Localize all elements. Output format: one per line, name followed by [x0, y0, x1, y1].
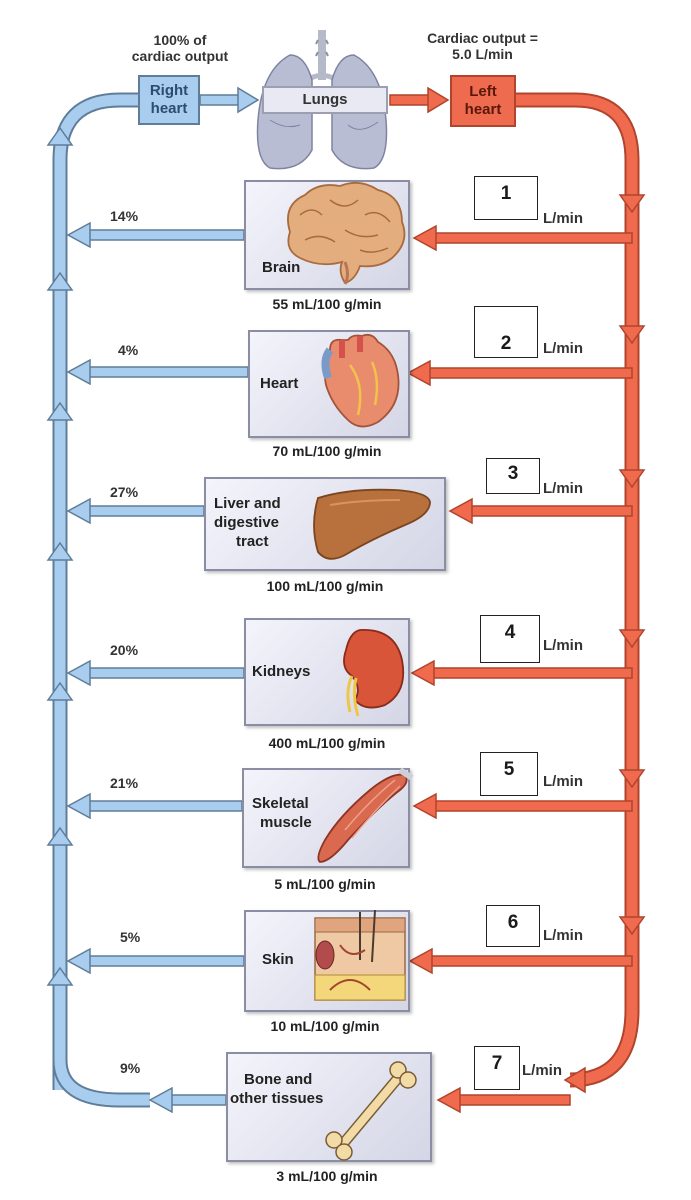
- percent-label-heart: 4%: [118, 342, 139, 358]
- percent-label-muscle: 21%: [110, 775, 139, 791]
- organ-name-line: digestive: [214, 514, 280, 531]
- percent-label-brain: 14%: [110, 208, 139, 224]
- organ-name-line: Liver and: [214, 495, 281, 512]
- organ-name-line: Skeletal: [252, 795, 309, 812]
- organ-name-line: other tissues: [230, 1090, 324, 1107]
- right-heart-to-lungs-arrow: [199, 86, 260, 114]
- right-pct-line1: 100% of: [153, 32, 207, 48]
- flow-label-bone: 3 mL/100 g/min: [276, 1168, 378, 1184]
- unit-label-6: L/min: [543, 927, 583, 944]
- percent-label-kidneys: 20%: [110, 642, 139, 658]
- organ-name-line: Skin: [262, 951, 294, 968]
- answer-box-1[interactable]: 1: [474, 176, 538, 220]
- flow-label-muscle: 5 mL/100 g/min: [274, 876, 376, 892]
- arterial-final-arrowhead: [563, 1066, 586, 1094]
- flow-label-heart: 70 mL/100 g/min: [272, 443, 382, 459]
- percent-label-bone: 9%: [120, 1060, 141, 1076]
- venous-up-arrows: [46, 126, 74, 986]
- co-line1: Cardiac output =: [427, 30, 538, 46]
- organ-name-kidneys: Kidneys: [252, 662, 310, 681]
- answer-box-7[interactable]: 7: [474, 1046, 520, 1090]
- percent-label-skin: 5%: [120, 929, 141, 945]
- right-heart-percent-label: 100% of cardiac output: [105, 32, 255, 64]
- left-heart-line2: heart: [464, 101, 502, 118]
- organ-name-line: Bone and: [244, 1071, 313, 1088]
- unit-label-2: L/min: [543, 340, 583, 357]
- answer-box-2[interactable]: 2: [474, 306, 538, 358]
- organ-name-line: muscle: [260, 814, 312, 831]
- organ-name-brain: Brain: [262, 258, 300, 277]
- unit-label-5: L/min: [543, 773, 583, 790]
- lungs-to-left-heart-arrow: [389, 86, 450, 114]
- unit-label-7: L/min: [522, 1062, 562, 1079]
- lungs-icon: [256, 30, 388, 170]
- right-heart-box: Right heart: [138, 75, 200, 125]
- branch-arrows: [66, 221, 633, 1114]
- organ-name-skin: Skin: [262, 950, 294, 969]
- arterial-down-arrows: [618, 194, 646, 936]
- organ-name-bone: Bone and other tissues: [230, 1070, 323, 1108]
- lungs-label: Lungs: [302, 91, 348, 108]
- organ-name-line: tract: [236, 533, 269, 550]
- right-pct-line2: cardiac output: [131, 48, 229, 64]
- flow-label-kidneys: 400 mL/100 g/min: [268, 735, 386, 751]
- flow-label-skin: 10 mL/100 g/min: [270, 1018, 380, 1034]
- flow-label-liver: 100 mL/100 g/min: [266, 578, 384, 594]
- answer-box-6[interactable]: 6: [486, 905, 540, 947]
- unit-label-3: L/min: [543, 480, 583, 497]
- cardiac-output-label: Cardiac output = 5.0 L/min: [395, 30, 570, 62]
- co-line2: 5.0 L/min: [452, 46, 513, 62]
- organ-name-heart: Heart: [260, 374, 298, 393]
- answer-box-5[interactable]: 5: [480, 752, 538, 796]
- left-heart-box: Left heart: [450, 75, 516, 127]
- percent-label-liver: 27%: [110, 484, 139, 500]
- right-heart-line1: Right: [149, 82, 189, 99]
- organ-name-line: Kidneys: [252, 663, 311, 680]
- organ-name-line: Heart: [260, 375, 299, 392]
- organ-name-liver: Liver and digestive tract: [214, 494, 281, 551]
- right-heart-line2: heart: [150, 100, 188, 117]
- answer-box-3[interactable]: 3: [486, 458, 540, 494]
- organ-name-muscle: Skeletal muscle: [252, 794, 312, 832]
- unit-label-4: L/min: [543, 637, 583, 654]
- lungs-box: Lungs: [262, 86, 388, 114]
- unit-label-1: L/min: [543, 210, 583, 227]
- answer-box-4[interactable]: 4: [480, 615, 540, 663]
- left-heart-line1: Left: [469, 83, 497, 100]
- organ-name-line: Brain: [262, 259, 301, 276]
- flow-label-brain: 55 mL/100 g/min: [272, 296, 382, 312]
